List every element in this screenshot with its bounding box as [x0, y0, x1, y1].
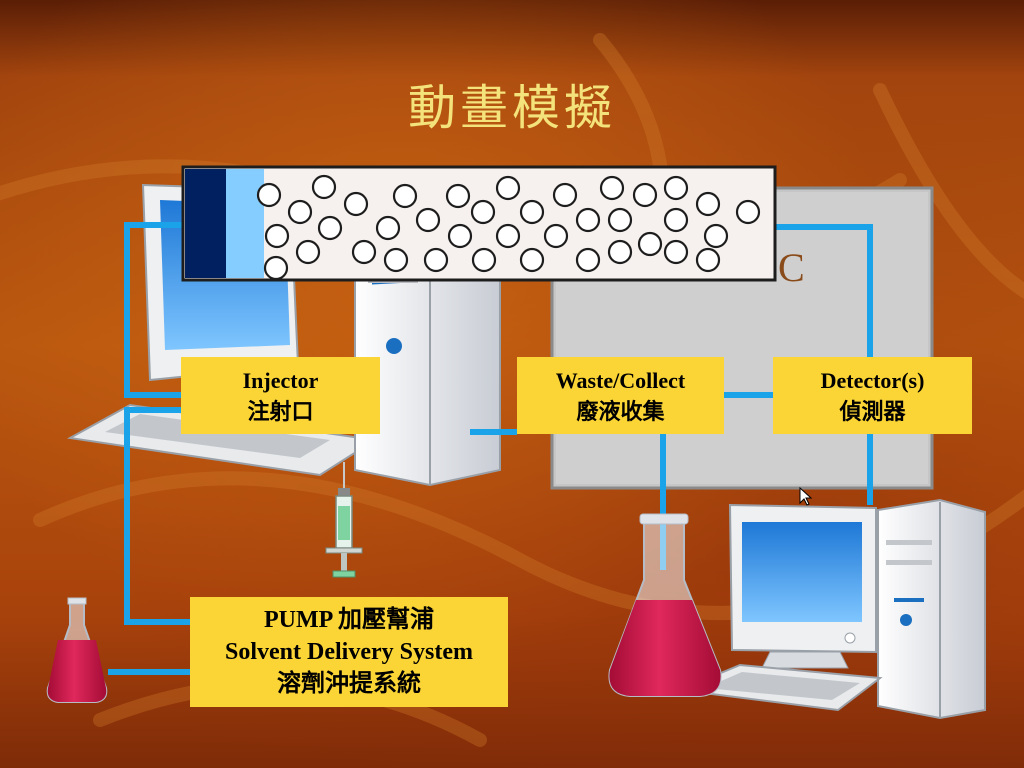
waste-label-en: Waste/Collect	[555, 368, 686, 393]
injector-label-box: Injector 注射口	[181, 357, 380, 434]
slide-title: 動畫模擬	[407, 80, 616, 136]
column-partial-text: C	[778, 245, 805, 290]
pump-label-line2: Solvent Delivery System	[225, 639, 473, 665]
waste-label-zh: 廢液收集	[576, 399, 665, 424]
pump-label-line1: PUMP 加壓幫浦	[264, 607, 434, 633]
cursor-icon	[799, 486, 813, 506]
pump-label-line3: 溶劑沖提系統	[277, 671, 421, 697]
computer-icon	[676, 498, 986, 720]
flask-icon	[608, 513, 722, 697]
flask-icon	[46, 597, 108, 703]
syringe-icon	[325, 462, 363, 578]
detector-label-zh: 偵測器	[839, 399, 906, 424]
detector-label-box: Detector(s) 偵測器	[773, 357, 972, 434]
detector-label-en: Detector(s)	[820, 368, 925, 393]
injector-label-en: Injector	[242, 368, 319, 393]
waste-label-box: Waste/Collect 廢液收集	[517, 357, 724, 434]
pump-label-box: PUMP 加壓幫浦 Solvent Delivery System 溶劑沖提系統	[190, 597, 508, 707]
column-icon	[181, 165, 777, 282]
injector-label-zh: 注射口	[247, 399, 314, 424]
